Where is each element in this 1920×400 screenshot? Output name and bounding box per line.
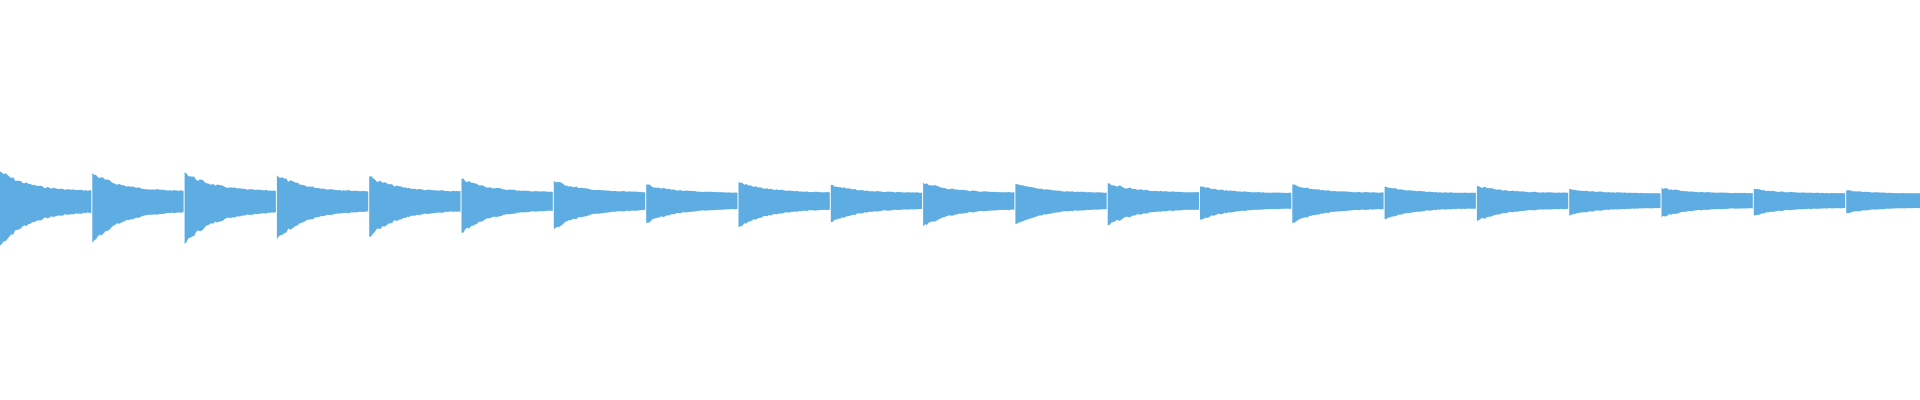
waveform-beat-segment: [1569, 188, 1661, 216]
waveform-beat-segment: [738, 182, 830, 228]
waveform-beat-segment: [0, 171, 92, 246]
waveform-beat-segment: [1292, 184, 1384, 223]
waveform-beat-segment: [461, 178, 553, 233]
waveform-beat-segment: [1753, 188, 1846, 216]
waveform-beat-segment: [553, 181, 646, 230]
waveform-beat-segment: [276, 175, 369, 240]
waveform-beat-segment: [1015, 183, 1107, 225]
waveform-beat-segment: [1476, 185, 1569, 221]
waveform-beat-segment: [1107, 183, 1199, 226]
waveform-beat-segment: [1846, 190, 1920, 214]
waveform-beat-segment: [92, 173, 184, 243]
waveform-beat-segment: [1384, 186, 1476, 220]
waveform-beat-segment: [184, 172, 276, 244]
waveform-beat-segment: [923, 182, 1015, 227]
waveform-beat-segment: [1200, 186, 1292, 220]
waveform-beat-segment: [369, 176, 461, 237]
waveform-beat-segment: [646, 184, 738, 223]
waveform-beat-segment: [830, 184, 923, 223]
waveform-beat-segment: [1661, 188, 1753, 217]
